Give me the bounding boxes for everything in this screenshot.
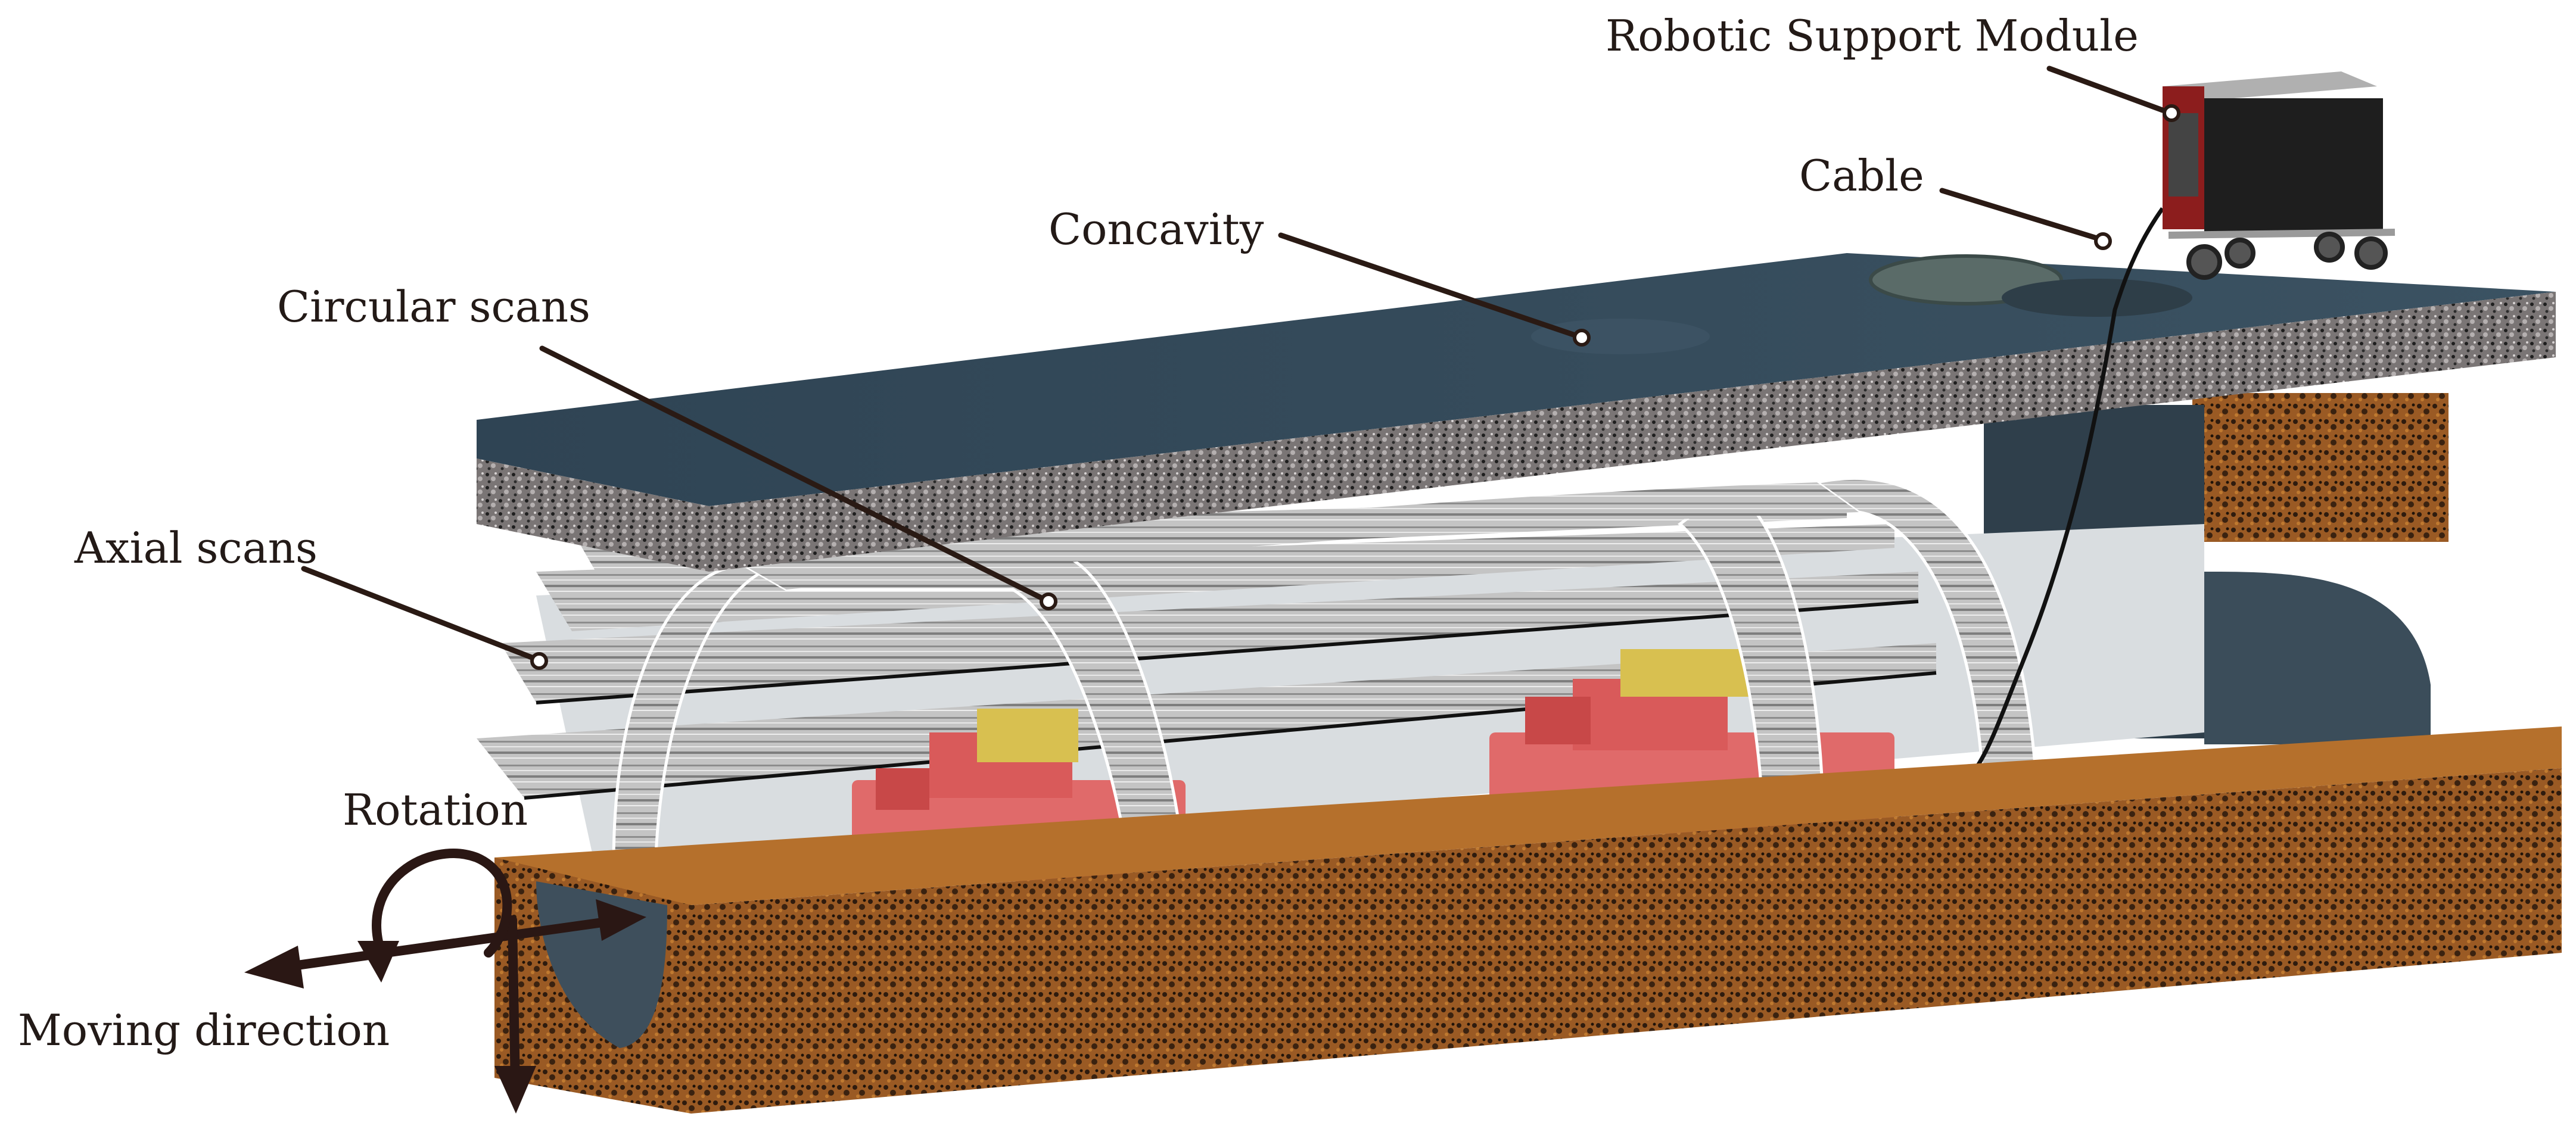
leader-cable (1939, 188, 2100, 241)
axial-scan-sheet (477, 643, 1936, 798)
aggregate-layer (477, 459, 709, 572)
manhole-opening (2002, 279, 2192, 317)
label-rotation: Rotation (343, 785, 528, 835)
far-soil-block (2192, 393, 2449, 542)
robotic-support-module (2163, 71, 2395, 280)
leader-circular-scans (539, 345, 1046, 601)
axial-scan-sheet (500, 572, 1918, 703)
leader-concavity (1278, 232, 1582, 339)
aggregate-layer-front (709, 292, 2556, 572)
arrow-head-left (244, 946, 304, 989)
rotation-arrow (372, 849, 512, 958)
leader-axial-scans (301, 566, 536, 661)
circular-scans (612, 477, 2039, 895)
soil-block-top (494, 726, 2562, 905)
road-surface (477, 253, 2556, 506)
leader-robotic-support-module (2046, 66, 2166, 113)
soil-block-front (691, 768, 2562, 1114)
label-cable: Cable (1799, 151, 1924, 201)
far-pipe-arch (2204, 572, 2431, 744)
axial-scan-edge (536, 600, 1919, 704)
label-circular-scans: Circular scans (277, 282, 590, 332)
dot-circular-scans (1040, 593, 1057, 610)
label-moving-direction: Moving direction (18, 1005, 390, 1055)
concavity-depression (1531, 319, 1710, 354)
arrow-head-rotation (357, 941, 399, 983)
axial-scan-sheet (536, 524, 1894, 631)
dot-axial-scans (530, 652, 548, 670)
dot-concavity (1573, 329, 1591, 347)
circular-scan-top (745, 482, 1859, 590)
label-axial-scans: Axial scans (74, 523, 318, 573)
axial-scans (477, 494, 1937, 800)
arrow-head-down (494, 1066, 536, 1114)
label-robotic-support-module: Robotic Support Module (1606, 11, 2139, 61)
callouts (301, 66, 2180, 670)
cable (1970, 207, 2164, 776)
vertical-arrow (508, 915, 520, 1092)
arrow-head-right (596, 899, 646, 941)
dot-cable (2094, 232, 2112, 250)
dot-robotic-support-module (2163, 104, 2180, 122)
moving-direction-arrow (275, 915, 624, 972)
label-concavity: Concavity (1049, 204, 1264, 254)
motion-arrows (244, 849, 646, 1114)
